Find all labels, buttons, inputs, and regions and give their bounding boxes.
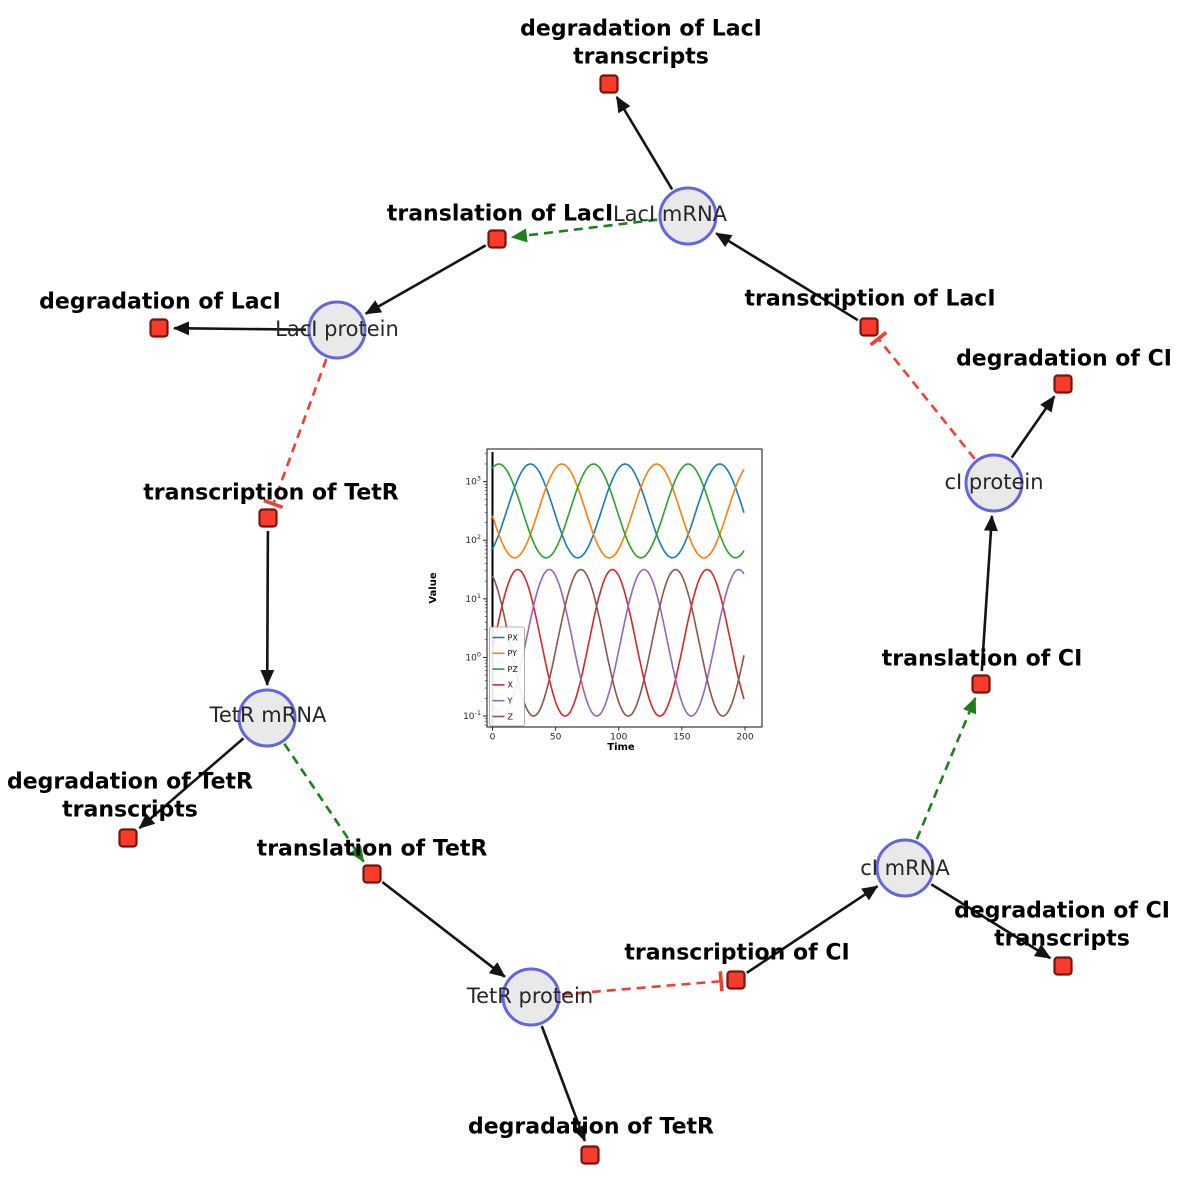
reaction-node-deg_cI (1053, 374, 1073, 394)
x-tick-label: 50 (550, 733, 562, 743)
reaction-node-deg_cI_tx (1053, 956, 1073, 976)
species-node-lacI_protein (307, 300, 367, 360)
edge-reaction-tetR_protein-to-deg_tetR (540, 1025, 587, 1142)
species-label-lacI_mRNA: LacI mRNA (613, 202, 728, 226)
edge-inhibition-cI_protein-to-tc_lacI (869, 331, 976, 460)
reaction-label-deg_lacI_tx-line1: degradation of LacI (520, 17, 762, 42)
y-axis-title: Value (428, 572, 439, 603)
edge-inhibition-tetR_protein-to-tc_cI (561, 971, 724, 996)
edge-reaction-tetR_mRNA-to-deg_tetR_tx (138, 737, 245, 830)
series-line-PY (491, 463, 745, 559)
reaction-label-deg_tetR: degradation of TetR (468, 1115, 714, 1140)
reaction-label-tc_tetR: transcription of TetR (143, 481, 399, 506)
plot-frame (486, 448, 763, 728)
reaction-node-deg_lacI_tx (599, 74, 619, 94)
x-tick-label: 100 (610, 733, 627, 743)
reaction-label-deg_lacI_tx-line2: transcripts (573, 45, 709, 70)
y-tick-label: 100 (465, 650, 481, 663)
species-label-tetR_protein: TetR protein (466, 984, 593, 1008)
legend-label-PX: PX (508, 633, 519, 642)
legend-label-Z: Z (508, 712, 514, 721)
y-tick-label: 101 (465, 592, 481, 605)
y-tick-label: 102 (465, 533, 481, 546)
edge-reaction-tc_cI-to-cI_mRNA (746, 885, 879, 974)
edge-reaction-transl_cI-to-cI_protein (980, 514, 998, 672)
species-label-cI_protein: cI protein (944, 470, 1043, 494)
edge-reaction-tc_tetR-to-tetR_mRNA (260, 530, 275, 686)
reaction-node-tc_lacI (859, 317, 879, 337)
nodes-layer (118, 74, 1073, 1165)
species-node-cI_mRNA (875, 838, 935, 898)
edge-activation-tetR_mRNA-to-transl_tetR (283, 742, 365, 863)
x-tick-label: 150 (673, 733, 690, 743)
species-node-tetR_mRNA (237, 688, 297, 748)
reaction-node-tc_tetR (258, 508, 278, 528)
species-node-cI_protein (964, 453, 1024, 513)
species-label-tetR_mRNA: TetR mRNA (209, 703, 327, 727)
edge-reaction-cI_mRNA-to-deg_cI_tx (930, 883, 1052, 960)
reaction-node-deg_tetR_tx (118, 828, 138, 848)
series-line-X (491, 568, 745, 717)
reaction-node-transl_tetR (362, 864, 382, 884)
reaction-label-deg_cI_tx-line1: degradation of CI (954, 899, 1170, 924)
edge-reaction-transl_lacI-to-lacI_protein (364, 244, 487, 315)
species-node-tetR_protein (501, 967, 561, 1027)
legend-label-X: X (508, 681, 514, 690)
series-line-Y (491, 568, 745, 717)
reaction-node-tc_cI (726, 970, 746, 990)
edges-layer (138, 96, 1056, 1142)
x-tick-label: 0 (490, 733, 496, 743)
edge-activation-lacI_mRNA-to-transl_lacI (510, 218, 658, 243)
reaction-node-transl_cI (971, 674, 991, 694)
edge-reaction-lacI_protein-to-deg_lacI (173, 321, 307, 336)
species-node-lacI_mRNA (658, 186, 718, 246)
reaction-node-deg_lacI (149, 318, 169, 338)
series-line-PZ (491, 463, 745, 559)
series-line-Z (491, 568, 745, 717)
x-tick-label: 200 (736, 733, 753, 743)
reaction-label-deg_lacI: degradation of LacI (39, 290, 281, 315)
x-axis-title: Time (607, 742, 635, 753)
edge-activation-cI_mRNA-to-transl_cI (915, 696, 977, 840)
reaction-label-tc_cI: transcription of CI (624, 941, 849, 966)
edge-reaction-tc_lacI-to-lacI_mRNA (715, 232, 859, 322)
legend-label-PZ: PZ (508, 665, 519, 674)
edge-inhibition-lacI_protein-to-tc_tetR (263, 358, 328, 510)
legend-label-PY: PY (508, 649, 518, 658)
reaction-label-deg_tetR_tx-line2: transcripts (62, 798, 198, 823)
inset-chart: 10-1 100 101 102 103 0 50 100 150 200 PX PY PZ XYZ Ti… (428, 448, 763, 753)
reaction-label-transl_lacI: translation of LacI (387, 202, 613, 227)
reaction-node-transl_lacI (487, 229, 507, 249)
reaction-label-transl_cI: translation of CI (882, 647, 1083, 672)
reaction-label-tc_lacI: transcription of LacI (744, 287, 995, 312)
inset-plot-area: 10-1 100 101 102 103 0 50 100 150 200 PX PY PZ XYZ (463, 448, 763, 743)
edge-reaction-lacI_mRNA-to-deg_lacI_tx (615, 96, 674, 191)
reaction-label-deg_tetR_tx-line1: degradation of TetR (7, 770, 253, 795)
legend-label-Y: Y (507, 697, 513, 706)
edge-reaction-transl_tetR-to-tetR_protein (381, 880, 506, 978)
series-line-PX (491, 463, 745, 559)
species-label-cI_mRNA: cI mRNA (860, 856, 950, 880)
edge-reaction-cI_protein-to-deg_cI (1010, 395, 1056, 459)
y-tick-label: 103 (465, 475, 481, 488)
y-tick-label: 10-1 (463, 709, 481, 722)
reaction-node-deg_tetR (580, 1145, 600, 1165)
reaction-label-transl_tetR: translation of TetR (257, 837, 488, 862)
reaction-label-deg_cI: degradation of CI (956, 347, 1172, 372)
reaction-label-deg_cI_tx-line2: transcripts (994, 927, 1130, 952)
species-label-lacI_protein: LacI protein (275, 317, 399, 341)
